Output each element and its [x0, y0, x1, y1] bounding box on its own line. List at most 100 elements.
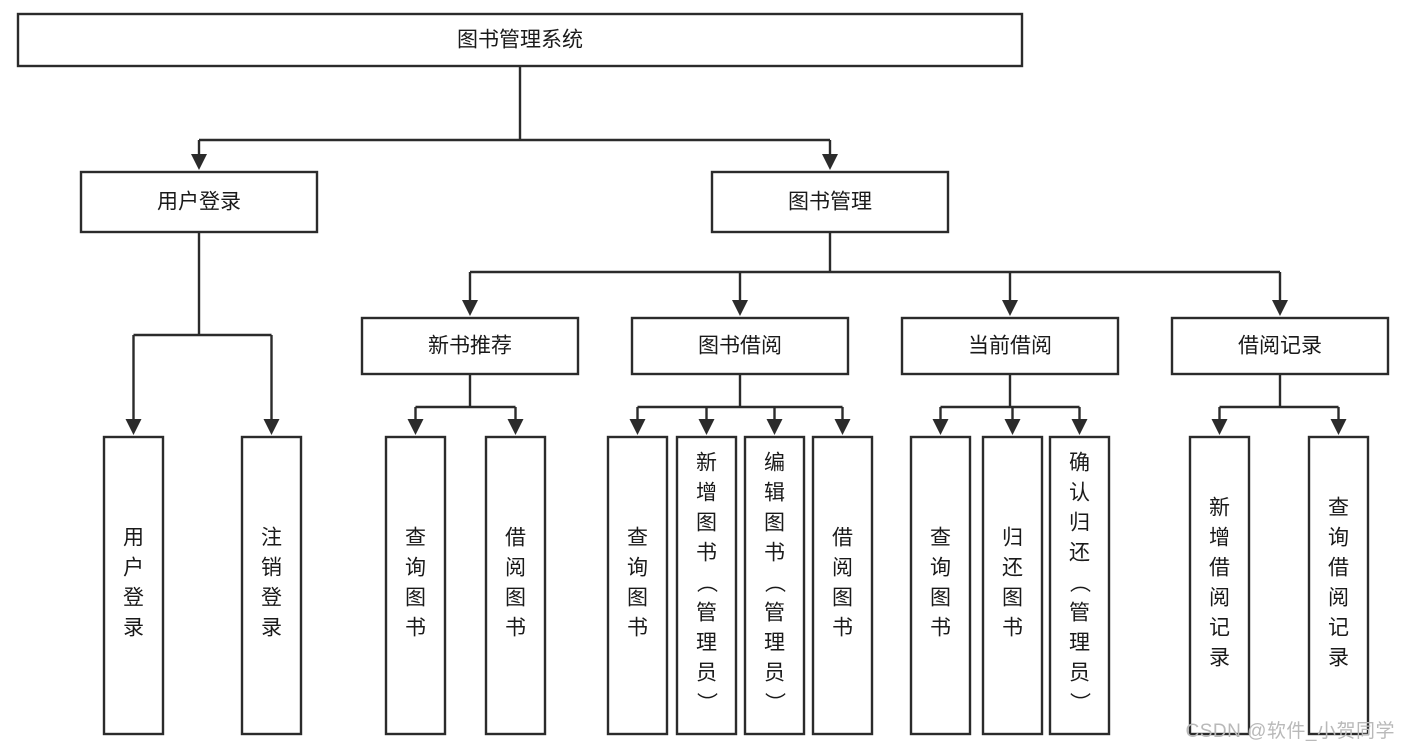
svg-text:（: （	[763, 572, 786, 593]
svg-text:户: 户	[123, 557, 144, 580]
arrow-head-icon	[1272, 300, 1288, 316]
svg-text:登: 登	[123, 587, 144, 610]
arrow-head-icon	[822, 154, 838, 170]
connector-lines	[125, 66, 1347, 435]
level3-node-new-book-rec[interactable]: 新书推荐	[360, 316, 580, 376]
svg-text:图: 图	[505, 587, 526, 610]
level2-node-book-manage[interactable]: 图书管理	[710, 170, 950, 234]
svg-text:新: 新	[696, 452, 717, 475]
svg-text:辑: 辑	[764, 482, 785, 505]
svg-text:阅: 阅	[832, 557, 853, 580]
svg-text:图: 图	[930, 587, 951, 610]
svg-text:销: 销	[261, 557, 282, 580]
node-label-vertical: 用户登录	[123, 527, 144, 640]
svg-text:图: 图	[627, 587, 648, 610]
svg-text:借: 借	[1209, 557, 1230, 580]
svg-text:查: 查	[930, 527, 951, 550]
arrow-head-icon	[1071, 419, 1088, 435]
svg-text:书: 书	[696, 542, 717, 565]
svg-text:询: 询	[627, 557, 648, 580]
svg-text:理: 理	[764, 632, 785, 655]
svg-text:（: （	[695, 572, 718, 593]
svg-text:询: 询	[930, 557, 951, 580]
svg-text:理: 理	[696, 632, 717, 655]
svg-text:录: 录	[261, 617, 282, 640]
svg-text:归: 归	[1002, 527, 1023, 550]
svg-text:理: 理	[1069, 632, 1090, 655]
node-label: 新书推荐	[428, 335, 512, 358]
svg-text:管: 管	[764, 602, 785, 625]
arrow-head-icon	[1330, 419, 1347, 435]
root-node-book-management-system[interactable]: 图书管理系统	[16, 12, 1024, 68]
svg-text:记: 记	[1209, 617, 1230, 640]
arrow-head-icon	[462, 300, 478, 316]
svg-text:）: ）	[763, 692, 786, 713]
level2-node-user-login[interactable]: 用户登录	[79, 170, 319, 234]
svg-text:借: 借	[1328, 557, 1349, 580]
svg-text:图: 图	[405, 587, 426, 610]
svg-text:新: 新	[1209, 497, 1230, 520]
svg-text:查: 查	[627, 527, 648, 550]
svg-text:图: 图	[832, 587, 853, 610]
svg-text:编: 编	[764, 452, 785, 475]
leaf-node-leaf-user-login[interactable]: 用户登录	[102, 435, 165, 736]
arrow-head-icon	[766, 419, 783, 435]
svg-text:录: 录	[1209, 647, 1230, 670]
svg-text:（: （	[1068, 572, 1091, 593]
svg-text:查: 查	[405, 527, 426, 550]
arrow-head-icon	[407, 419, 424, 435]
svg-text:询: 询	[1328, 527, 1349, 550]
svg-text:认: 认	[1069, 482, 1090, 505]
level3-node-current-borrow[interactable]: 当前借阅	[900, 316, 1120, 376]
svg-text:管: 管	[696, 602, 717, 625]
arrow-head-icon	[1002, 300, 1018, 316]
svg-text:注: 注	[261, 527, 282, 550]
svg-text:登: 登	[261, 587, 282, 610]
arrow-head-icon	[834, 419, 851, 435]
svg-text:员: 员	[1069, 662, 1090, 685]
level3-node-borrow-record[interactable]: 借阅记录	[1170, 316, 1390, 376]
node-label: 图书借阅	[698, 335, 782, 358]
svg-text:增: 增	[1209, 527, 1230, 550]
svg-text:书: 书	[505, 617, 526, 640]
arrow-head-icon	[732, 300, 748, 316]
arrow-head-icon	[629, 419, 646, 435]
svg-text:增: 增	[696, 482, 717, 505]
svg-text:记: 记	[1328, 617, 1349, 640]
level3-node-book-borrow[interactable]: 图书借阅	[630, 316, 850, 376]
svg-text:询: 询	[405, 557, 426, 580]
svg-text:）: ）	[1068, 692, 1091, 713]
svg-text:书: 书	[405, 617, 426, 640]
node-label: 用户登录	[157, 191, 241, 214]
svg-text:图: 图	[1002, 587, 1023, 610]
svg-text:阅: 阅	[505, 557, 526, 580]
svg-text:书: 书	[832, 617, 853, 640]
svg-text:管: 管	[1069, 602, 1090, 625]
svg-text:书: 书	[1002, 617, 1023, 640]
svg-text:借: 借	[832, 527, 853, 550]
arrow-head-icon	[698, 419, 715, 435]
